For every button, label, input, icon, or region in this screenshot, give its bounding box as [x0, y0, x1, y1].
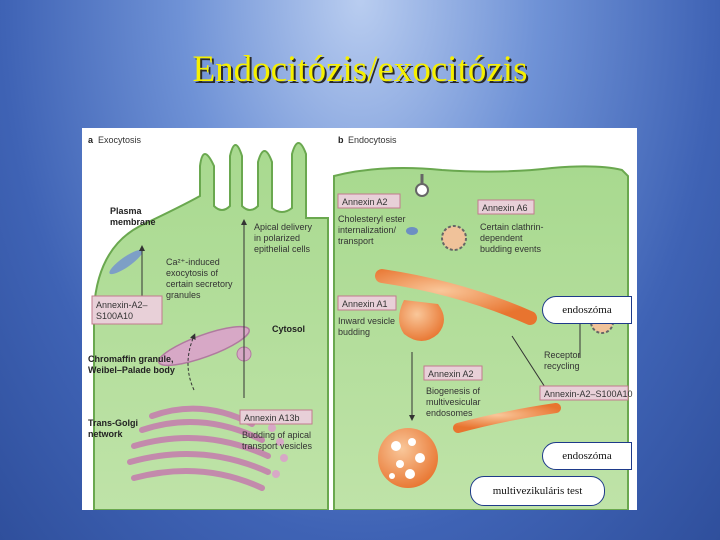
annexin-a6: Annexin A6: [482, 203, 528, 213]
chromaffin-2: Weibel–Palade body: [88, 365, 175, 375]
annexin-a2-s100-box: [91, 295, 163, 325]
slide-title: Endocitózis/exocitózis: [192, 49, 528, 90]
annexin-a2-mid: Annexin A2: [428, 369, 474, 379]
cholesteryl-1: Cholesteryl ester: [338, 214, 406, 224]
multivesicular-body: [378, 428, 438, 488]
panel-a-title: Exocytosis: [98, 135, 142, 145]
plasma-membrane-label-2: membrane: [110, 217, 156, 227]
ca-exocytosis-3: certain secretory: [166, 279, 233, 289]
ca-exocytosis-4: granules: [166, 290, 201, 300]
clathrin-2: dependent: [480, 233, 523, 243]
multivesicular-body-label: multivezikuláris test: [470, 476, 605, 506]
trans-golgi-stacks: [127, 405, 271, 491]
endosome-label-lower: endoszóma: [542, 442, 632, 470]
annexin-a2-mid-box: [423, 365, 483, 381]
cholesteryl-3: transport: [338, 236, 374, 246]
cytosol-label: Cytosol: [272, 324, 305, 334]
ca-exocytosis-1: Ca²⁺-induced: [166, 257, 220, 267]
clathrin-3: budding events: [480, 244, 542, 254]
plasma-membrane-label-1: Plasma: [110, 206, 143, 216]
biogenesis-3: endosomes: [426, 408, 473, 418]
endosome-label-upper: endoszóma: [542, 296, 632, 324]
panel-a-letter: a: [88, 135, 94, 145]
apical-delivery-1: Apical delivery: [254, 222, 313, 232]
figure-drawing: a Exocytosis Plasma membrane Apical deli…: [88, 135, 633, 510]
annexin-a2-s100-b-box: [539, 385, 629, 401]
trans-golgi-2: network: [88, 429, 124, 439]
ca-exocytosis-2: exocytosis of: [166, 268, 219, 278]
golgi-vesicles: [268, 424, 288, 478]
panel-b-letter: b: [338, 135, 344, 145]
receptor-recycling-2: recycling: [544, 361, 580, 371]
annexin-a2-top-box: [337, 193, 401, 209]
inward-budding-endosome: [399, 300, 444, 341]
early-endosome-tubule: [375, 269, 537, 325]
annexin-a2-s100-1: Annexin-A2–: [96, 300, 148, 310]
annexin-a1: Annexin A1: [342, 299, 388, 309]
membrane-granule: [109, 249, 143, 275]
annexin-a1-box: [337, 295, 397, 311]
budding-apical-2: transport vesicles: [242, 441, 313, 451]
inward-budding-2: budding: [338, 327, 370, 337]
apical-delivery-3: epithelial cells: [254, 244, 311, 254]
endocytosis-cell: [333, 165, 629, 510]
biogenesis-1: Biogenesis of: [426, 386, 481, 396]
cholesteryl-2: internalization/: [338, 225, 397, 235]
annexin-a2-s100-b: Annexin-A2–S100A10: [544, 389, 633, 399]
annexin-a2-s100-2: S100A10: [96, 311, 133, 321]
inward-budding-1: Inward vesicle: [338, 316, 395, 326]
annexin-a6-box: [477, 199, 535, 215]
annexin-a13b-box: [239, 409, 313, 425]
chromaffin-granule: [157, 325, 251, 367]
cholesteryl-vesicle: [406, 227, 418, 235]
budding-apical-1: Budding of apical: [242, 430, 311, 440]
annexin-a2-top: Annexin A2: [342, 197, 388, 207]
chromaffin-1: Chromaffin granule,: [88, 354, 174, 364]
clathrin-1: Certain clathrin-: [480, 222, 544, 232]
biogenesis-2: multivesicular: [426, 397, 481, 407]
receptor-recycling-1: Receptor: [544, 350, 581, 360]
late-endosome-tubule: [453, 403, 561, 433]
panel-b-title: Endocytosis: [348, 135, 397, 145]
trans-golgi-1: Trans-Golgi: [88, 418, 138, 428]
apical-delivery-2: in polarized: [254, 233, 300, 243]
annexin-a13b-label: Annexin A13b: [244, 413, 300, 423]
